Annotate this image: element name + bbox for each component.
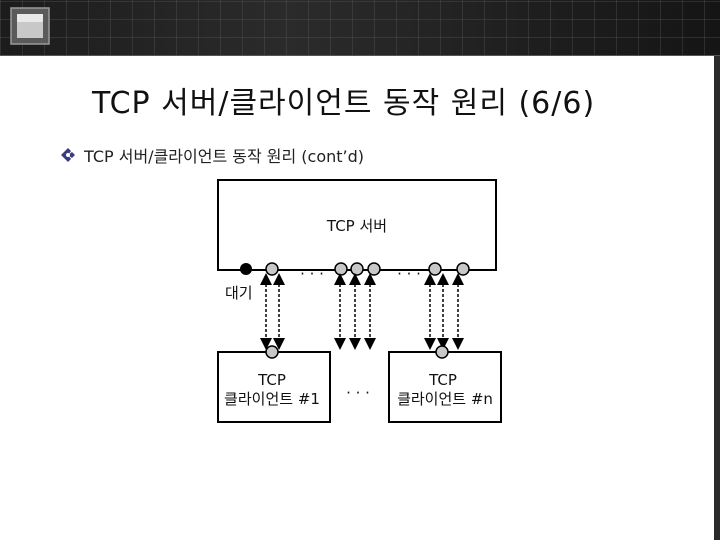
client1-socket	[265, 345, 279, 359]
client1-box	[217, 351, 331, 423]
clientn-socket	[435, 345, 449, 359]
client-connection-socket	[350, 262, 364, 276]
slide-right-edge	[714, 56, 720, 540]
server-label: TCP 서버	[326, 217, 387, 235]
client1-label-line1: TCP	[257, 371, 286, 389]
slide-title: TCP 서버/클라이언트 동작 원리 (6/6)	[92, 86, 596, 121]
bullet-text: TCP 서버/클라이언트 동작 원리 (cont’d)	[84, 147, 365, 166]
clientn-connection-socket	[428, 262, 442, 276]
server-box	[217, 179, 497, 271]
clientn-label-line2: 클라이언트 #n	[397, 390, 493, 408]
wait-label: 대기	[225, 284, 253, 302]
bullet-item: TCP 서버/클라이언트 동작 원리 (cont’d)	[60, 143, 364, 167]
clientn-label-line1: TCP	[428, 371, 457, 389]
diamond-bullet-icon	[61, 148, 75, 162]
listening-socket	[240, 263, 252, 275]
monitor-icon	[10, 7, 50, 45]
header-divider	[0, 55, 720, 56]
server-socket-ellipsis-right: · · ·	[397, 265, 421, 283]
clients-ellipsis: · · ·	[346, 384, 370, 402]
client1-label-line2: 클라이언트 #1	[224, 390, 320, 408]
client-connection-socket	[367, 262, 381, 276]
client-connection-socket	[334, 262, 348, 276]
client1-connection-socket	[265, 262, 279, 276]
header-bar	[0, 0, 720, 56]
clientn-box	[388, 351, 502, 423]
client-connection-socket	[456, 262, 470, 276]
server-socket-ellipsis-left: · · ·	[300, 265, 324, 283]
